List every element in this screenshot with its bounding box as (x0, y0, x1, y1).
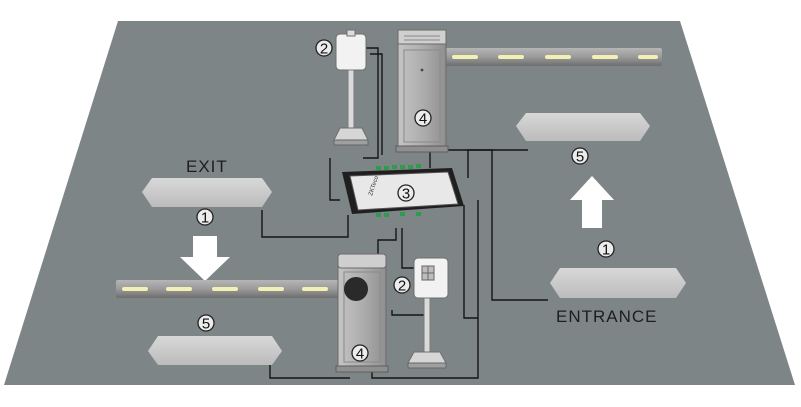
marker-loop-exit: 1 (196, 208, 214, 227)
svg-text:2: 2 (398, 278, 406, 295)
sensor-pad-entrance-top (516, 113, 650, 141)
exit-label: EXIT (186, 157, 228, 176)
marker-barrier-bottom: 4 (351, 344, 369, 363)
wire-exit-loop (261, 210, 349, 238)
entrance-label: ENTRANCE (556, 307, 658, 326)
svg-text:2: 2 (320, 41, 328, 58)
marker-pad-exit: 5 (197, 314, 215, 333)
svg-text:3: 3 (402, 186, 410, 203)
card-reader-top (333, 29, 369, 146)
wire-barrier-bottom (377, 228, 397, 258)
wire-right-down (463, 205, 478, 319)
wire-reader-top-2 (370, 53, 383, 155)
marker-reader-top: 2 (315, 39, 333, 58)
wire-pad-entrance (467, 149, 528, 178)
svg-text:4: 4 (419, 111, 427, 128)
barrier-arm-bottom (116, 280, 360, 298)
arrow-up-icon (570, 176, 614, 228)
sensor-pad-exit-top (142, 178, 272, 207)
marker-controller: 3 (397, 184, 415, 203)
marker-pad-entrance: 5 (571, 147, 589, 166)
marker-loop-entrance: 1 (597, 240, 615, 259)
sensor-pad-exit-bottom (148, 336, 282, 365)
wire-controller-left (329, 158, 340, 201)
sensor-pad-entrance-bottom (550, 268, 686, 298)
card-reader-bottom (407, 257, 449, 369)
wire-reader-top (362, 47, 379, 159)
marker-reader-bottom: 2 (393, 276, 411, 295)
wire-reader-bottom-2 (391, 310, 430, 316)
svg-text:5: 5 (202, 316, 210, 333)
marker-barrier-top: 4 (414, 109, 432, 128)
svg-text:1: 1 (602, 242, 610, 259)
barrier-cabinet-top (395, 29, 449, 153)
wire-barrier-top (418, 149, 548, 301)
svg-text:5: 5 (576, 149, 584, 166)
wire-reader-bottom (401, 228, 418, 269)
arrow-down-icon (180, 236, 230, 281)
barrier-arm-top (440, 48, 662, 66)
svg-text:1: 1 (201, 210, 209, 227)
barrier-cabinet-bottom (335, 253, 389, 373)
svg-text:4: 4 (356, 346, 364, 363)
